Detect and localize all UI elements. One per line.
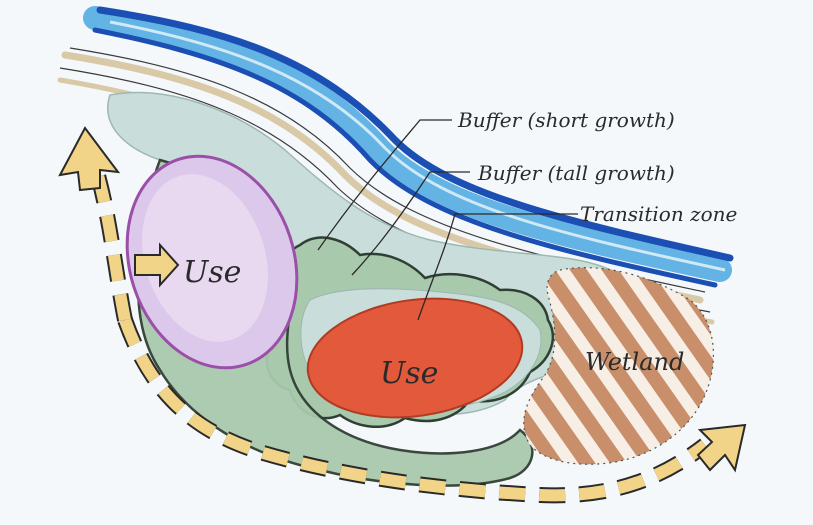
label-use-left: Use bbox=[183, 255, 241, 290]
label-buffer-short-growth: Buffer (short growth) bbox=[457, 108, 675, 132]
label-buffer-tall-growth: Buffer (tall growth) bbox=[477, 161, 675, 185]
label-use-center: Use bbox=[380, 356, 438, 391]
label-wetland: Wetland bbox=[585, 348, 684, 376]
label-transition-zone: Transition zone bbox=[580, 202, 737, 226]
